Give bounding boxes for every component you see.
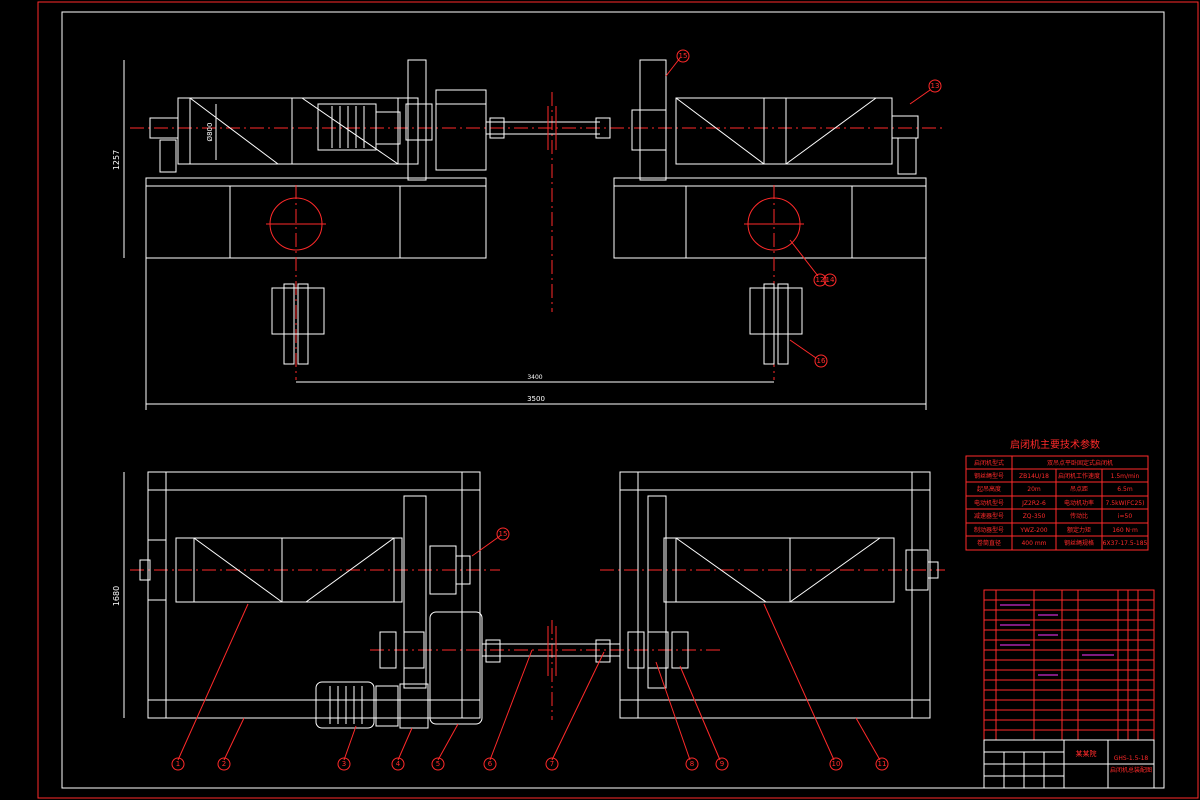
- callout-10: 10: [832, 760, 841, 768]
- param-value-2a: 20m: [1027, 486, 1041, 493]
- dim-top-span-inner: 3400: [527, 374, 542, 381]
- callout-13: 13: [931, 82, 940, 90]
- callout-2: 2: [222, 760, 226, 768]
- param-value-1b: 1.5m/min: [1111, 473, 1140, 480]
- callout-7: 7: [550, 760, 554, 768]
- top-elevation-view: 1257 Ø800 3400 3500 15 13 12 14 16: [112, 49, 945, 410]
- title-block-drawing-no: GHS-1.5-18: [1114, 755, 1149, 762]
- param-label-5b: 额定力矩: [1067, 526, 1091, 534]
- callout-6: 6: [488, 760, 493, 768]
- param-value-4b: i=50: [1118, 513, 1133, 520]
- title-block-company: 某某院: [1076, 749, 1097, 758]
- param-label-2b: 吊点距: [1070, 485, 1088, 493]
- param-value-5a: YWZ-200: [1019, 527, 1047, 534]
- params-table-title: 启闭机主要技术参数: [1010, 438, 1100, 451]
- callout-1: 1: [176, 760, 180, 768]
- title-block: 某某院 GHS-1.5-18 启闭机总装配图: [983, 739, 1155, 789]
- callout-12: 12: [816, 276, 825, 284]
- title-block-drawing-name: 启闭机总装配图: [1110, 766, 1152, 774]
- callout-8: 8: [690, 760, 694, 768]
- param-label-2a: 起吊高度: [977, 485, 1001, 493]
- callout-4: 4: [396, 760, 401, 768]
- param-value-0: 双吊点平卧固定式启闭机: [1047, 459, 1113, 467]
- param-label-4b: 传动比: [1070, 512, 1088, 520]
- param-label-3a: 电动机型号: [974, 499, 1004, 507]
- outer-border: [37, 1, 1199, 799]
- param-value-3b: 7.5kW(FC25): [1106, 500, 1145, 507]
- param-value-6a: 400 mm: [1021, 540, 1046, 547]
- param-label-1b: 启闭机工作速度: [1058, 472, 1100, 480]
- param-label-1a: 钢丝绳型号: [974, 472, 1004, 480]
- param-value-4a: ZQ-350: [1023, 513, 1046, 520]
- bottom-plan-view: 1680: [112, 471, 945, 761]
- param-label-6b: 钢丝绳规格: [1064, 539, 1094, 547]
- param-value-6b: 6X37-17.5-185: [1103, 540, 1148, 547]
- inner-border: [61, 11, 1165, 789]
- dim-drum-diameter: Ø800: [206, 123, 214, 142]
- param-value-3a: JZ2R2-6: [1021, 500, 1046, 507]
- bottom-callouts: 1 2 3 4 5 6 7 8 9 10 11 15: [171, 527, 889, 771]
- param-value-2b: 6.5m: [1117, 486, 1133, 493]
- param-label-6a: 卷筒直径: [977, 539, 1001, 547]
- callout-14: 14: [826, 276, 835, 284]
- callout-9: 9: [720, 760, 724, 768]
- parts-list: [983, 589, 1155, 741]
- callout-5: 5: [436, 760, 440, 768]
- callout-11: 11: [878, 760, 887, 768]
- param-value-5b: 160 N·m: [1112, 527, 1138, 534]
- param-label-5a: 制动器型号: [974, 526, 1004, 534]
- callout-15: 15: [679, 52, 688, 60]
- param-label-4a: 减速器型号: [974, 512, 1004, 520]
- callout-3: 3: [342, 760, 346, 768]
- dim-top-span-outer: 3500: [527, 395, 545, 403]
- param-label-0: 启闭机型式: [974, 459, 1004, 467]
- param-label-3b: 电动机功率: [1064, 499, 1094, 507]
- callout-16: 16: [817, 357, 826, 365]
- dim-top-height: 1257: [112, 150, 121, 170]
- param-value-1a: ZB14U/18: [1019, 473, 1049, 480]
- dim-bottom-height: 1680: [112, 586, 121, 606]
- callout-15-bottom: 15: [499, 530, 508, 538]
- params-table: 启闭机主要技术参数 启闭机型式 双吊点平卧固定式启闭机 钢丝绳型号 ZB14U/…: [965, 438, 1149, 551]
